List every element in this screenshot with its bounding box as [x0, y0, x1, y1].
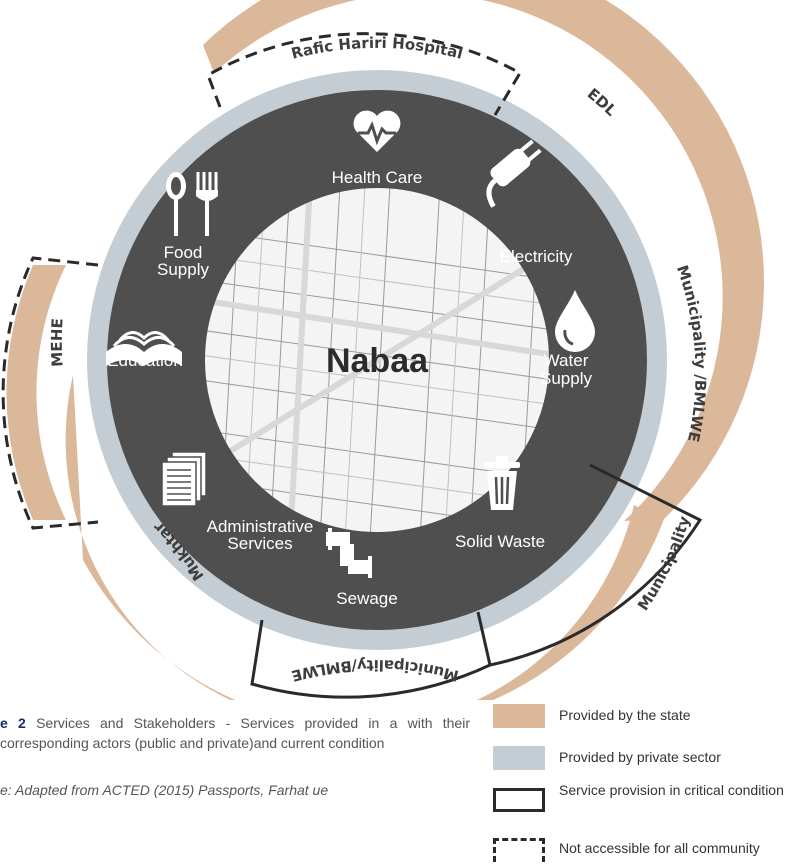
legend-swatch-dashed [493, 838, 545, 862]
legend-swatch-critical [493, 788, 545, 812]
center-label: Nabaa [326, 342, 429, 380]
stakeholder-label-municipality-bmlwe-bottom: Municipality/BMLWE [290, 656, 461, 685]
mehe-segment [6, 265, 66, 520]
services-diagram: Nabaa Rafic Hariri Hospital EDL Municipa… [1, 0, 765, 700]
plug-icon [486, 139, 542, 208]
trash-bin-icon [484, 456, 520, 510]
service-label-solid-waste: Solid Waste [455, 532, 545, 551]
service-label-electricity: Electricity [500, 247, 573, 266]
legend-swatch-state [493, 704, 545, 728]
stakeholder-label-edl: EDL [584, 85, 621, 120]
service-label-sewage: Sewage [336, 589, 397, 608]
stakeholder-label-municipality-bmlwe-right: Municipality /BMLWE [673, 263, 709, 444]
critical-frame-municipality-bmlwe [250, 611, 492, 699]
critical-frame-municipality [489, 463, 703, 667]
legend-item-private: Provided by private sector [493, 742, 802, 774]
legend-label-private: Provided by private sector [559, 749, 721, 765]
stakeholder-label-rafic: Rafic Hariri Hospital [289, 34, 464, 63]
legend-item-critical: Service provision in critical condition [493, 782, 802, 822]
water-drop-icon [555, 290, 595, 352]
not-accessible-frame-rafic [206, 32, 523, 116]
heart-pulse-icon [353, 110, 401, 152]
stakeholder-label-mehe: MEHE [48, 318, 67, 368]
figure-caption-text: Services and Stakeholders - Services pro… [0, 715, 470, 751]
spoon-fork-icon [166, 172, 218, 236]
legend-item-not-accessible: Not accessible for all community [493, 830, 802, 862]
open-book-icon [106, 331, 182, 366]
pipe-icon [326, 528, 372, 578]
legend-label-state: Provided by the state [559, 707, 691, 723]
legend-label-critical: Service provision in critical condition [559, 782, 784, 798]
service-label-education: Education [107, 351, 183, 370]
legend-label-not-accessible: Not accessible for all community [559, 840, 760, 856]
documents-icon [161, 451, 207, 507]
figure-caption: e 2 Services and Stakeholders - Services… [0, 713, 470, 753]
figure-source: e: Adapted from ACTED (2015) Passports, … [0, 782, 329, 798]
legend-swatch-private [493, 746, 545, 770]
figure-number: e 2 [0, 715, 26, 731]
legend-item-state: Provided by the state [493, 700, 802, 732]
nabaa-street-map [204, 187, 550, 533]
service-label-health-care: Health Care [332, 168, 423, 187]
